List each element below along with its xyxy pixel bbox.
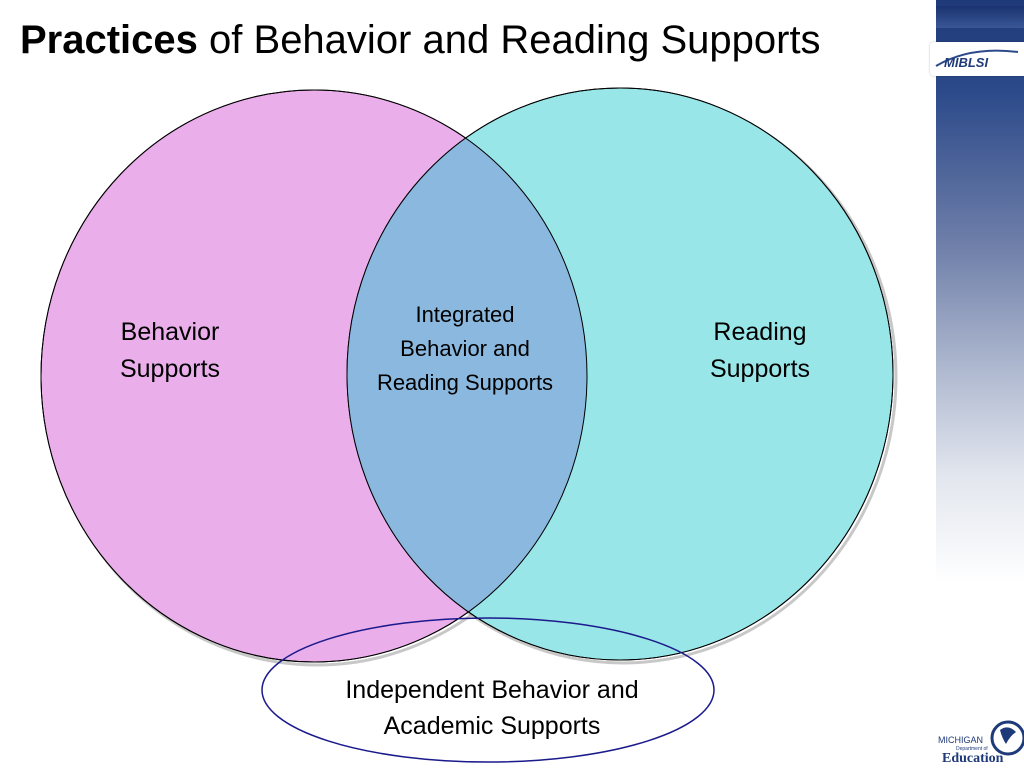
reading-circle-outline: [346, 87, 894, 661]
slide-title: Practices of Behavior and Reading Suppor…: [20, 14, 821, 66]
logo-education-text: Education: [942, 751, 1004, 766]
independent-supports-ellipse: [261, 617, 715, 763]
logo-swoosh-icon: [935, 49, 1019, 67]
behavior-supports-label: Behavior Supports: [119, 318, 221, 383]
behavior-circle-outline: [40, 89, 588, 663]
logo-michigan-text: MICHIGAN: [938, 735, 983, 745]
independent-supports-label: Independent Behavior and Academic Suppor…: [345, 676, 639, 740]
miblsi-logo-text: MIBLSI: [944, 55, 988, 70]
seal-icon: [990, 720, 1024, 756]
overlap-region: [347, 90, 587, 660]
sidebar-gradient: [936, 0, 1024, 768]
sidebar-stripe: [936, 6, 1024, 28]
reading-supports-label: Reading Supports: [709, 318, 811, 383]
miblsi-logo: MIBLSI: [930, 42, 1024, 76]
logo-department-text: Department of: [956, 746, 988, 752]
seal-figure-icon: [1000, 727, 1016, 744]
venn-diagram: [40, 87, 898, 763]
michigan-education-logo: MICHIGAN Department of Education: [936, 716, 1024, 768]
slide-title-bold: Practices: [20, 18, 198, 62]
slide-title-rest: of Behavior and Reading Supports: [197, 18, 821, 62]
integrated-supports-label: Integrated Behavior and Reading Supports: [376, 302, 554, 395]
